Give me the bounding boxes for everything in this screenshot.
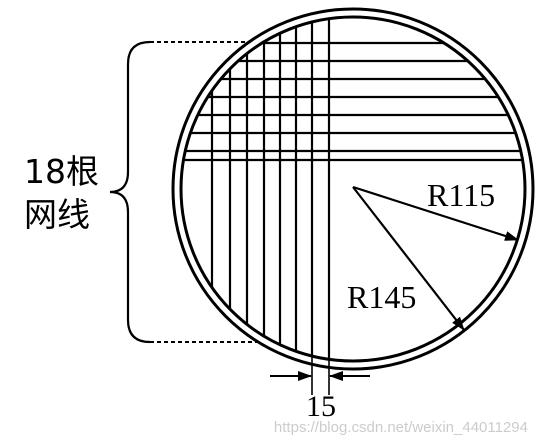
line-count-label-line1: 18根 — [24, 152, 99, 191]
inner-radius-label: R115 — [427, 177, 495, 213]
outer-circle — [171, 7, 535, 371]
line-count-label-line2: 网线 — [24, 195, 90, 234]
outer-radius-arrow — [352, 186, 465, 331]
watermark-text: https://blog.csdn.net/weixin_44011294 — [274, 419, 528, 436]
inner-radius-arrow — [352, 185, 519, 242]
inner-circle — [179, 15, 527, 363]
spacing-label: 15 — [306, 390, 336, 423]
curly-brace — [109, 40, 151, 344]
outer-radius-label: R145 — [347, 279, 416, 315]
